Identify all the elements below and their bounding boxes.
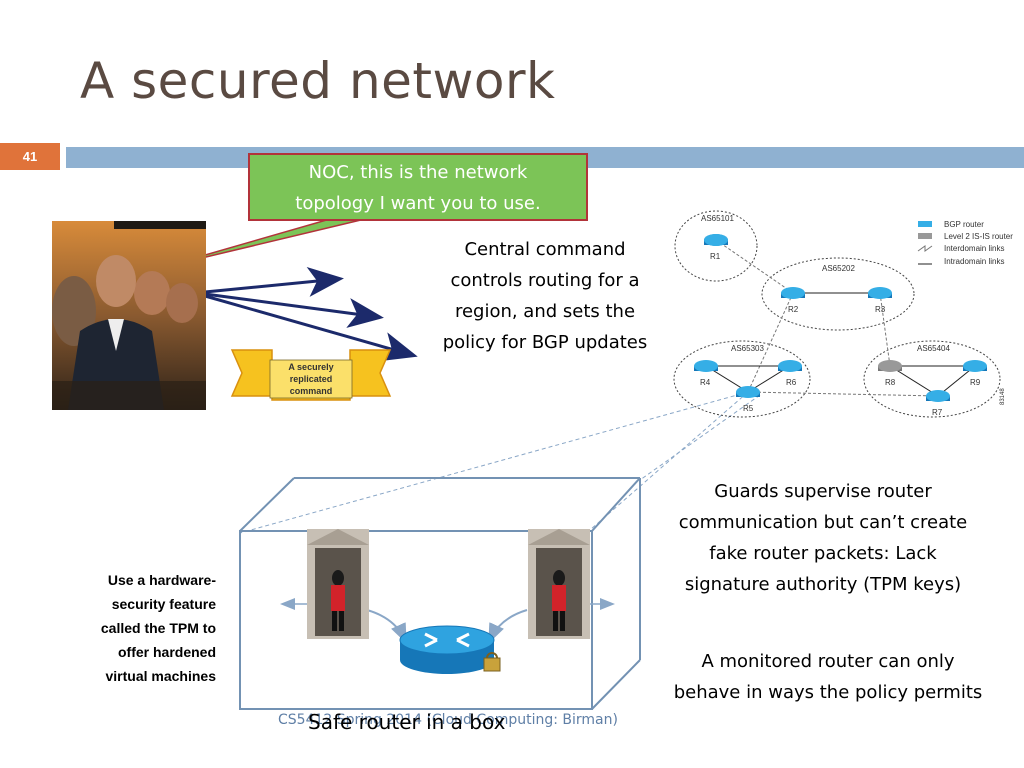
router-label-r1: R1 [710,252,721,261]
hardware-security-text: Use a hardware- security feature called … [40,568,216,688]
legend-bgp-router: BGP router [944,220,984,229]
as-label-65303: AS65303 [731,344,764,353]
guards-line-1: Guards supervise router [714,481,932,502]
router-r2-icon [781,287,805,299]
guard-left [307,529,369,639]
command-arrow-3 [204,294,418,362]
router-label-r5: R5 [743,404,754,413]
hw-line-4: offer hardened [117,644,216,660]
as-ellipse-65202 [761,257,915,331]
replicated-command-label: A securely replicated command [272,361,350,397]
as-ellipse-65101 [674,210,758,282]
callout-line-1: NOC, this is the network [308,162,528,183]
router-r5-icon [736,386,760,398]
router-label-r3: R3 [875,305,886,314]
router-r1-icon [704,234,728,246]
central-line-1: Central command [464,239,626,260]
callout-line-2: topology I want you to use. [295,193,541,214]
topology-legend: BGP router Level 2 IS-IS router Interdom… [917,220,1013,266]
guards-text: Guards supervise router communication bu… [660,476,986,600]
hw-line-2: security feature [111,596,216,612]
router-r4-icon [694,360,718,372]
central-command-text: Central command controls routing for a r… [425,234,665,358]
projection-line-1 [239,391,749,534]
central-line-4: policy for BGP updates [442,332,648,353]
guards-line-3: fake router packets: Lack [709,543,937,564]
hw-line-3: called the TPM to [100,620,216,636]
router-r7-icon [926,390,950,402]
monitored-router-text: A monitored router can only behave in wa… [650,646,1006,708]
monitor-line-1: A monitored router can only [701,651,955,672]
safe-router-icon [399,625,501,674]
central-line-3: region, and sets the [454,301,636,322]
router-r3-icon [868,287,892,299]
router-label-r6: R6 [786,378,797,387]
router-label-r4: R4 [700,378,711,387]
as-label-65404: AS65404 [917,344,950,353]
guards-line-2: communication but can’t create [678,512,968,533]
router-label-r2: R2 [788,305,799,314]
monitor-line-2: behave in ways the policy permits [673,682,983,703]
router-label-r9: R9 [970,378,981,387]
banner-line-3: command [289,386,333,396]
as-ellipse-65303 [673,340,811,418]
legend-intradomain: Intradomain links [944,257,1004,266]
safe-router-label: Safe router in a box [308,710,506,734]
hw-line-1: Use a hardware- [107,572,216,588]
as-ellipse-65404 [863,340,1001,418]
projection-line-3 [639,394,761,481]
as-label-65101: AS65101 [701,214,734,223]
guard-right [528,529,590,639]
router-r8-icon [878,360,902,372]
noc-callout: NOC, this is the network topology I want… [248,153,588,221]
movie-poster-image [52,221,206,410]
hw-line-5: virtual machines [105,668,217,684]
banner-line-2: replicated [289,374,333,384]
central-line-2: controls routing for a [450,270,640,291]
legend-interdomain: Interdomain links [944,244,1004,253]
figure-id: 83148 [1000,388,1006,405]
network-topology [673,210,1001,418]
router-r6-icon [778,360,802,372]
slide-footer: CS5412 Spring 2014 (Cloud Computing: Bir… [278,712,618,728]
legend-isis-router: Level 2 IS-IS router [944,232,1013,241]
command-arrow-1 [204,266,344,297]
as-label-65202: AS65202 [822,264,855,273]
router-r9-icon [963,360,987,372]
guards-line-4: signature authority (TPM keys) [684,574,962,595]
router-label-r7: R7 [932,408,943,417]
banner-line-1: A securely [288,362,334,372]
router-label-r8: R8 [885,378,896,387]
slide-title: A secured network [80,52,556,110]
command-arrow-2 [204,292,384,328]
safe-router-box [239,477,641,710]
page-number: 41 [0,143,60,170]
